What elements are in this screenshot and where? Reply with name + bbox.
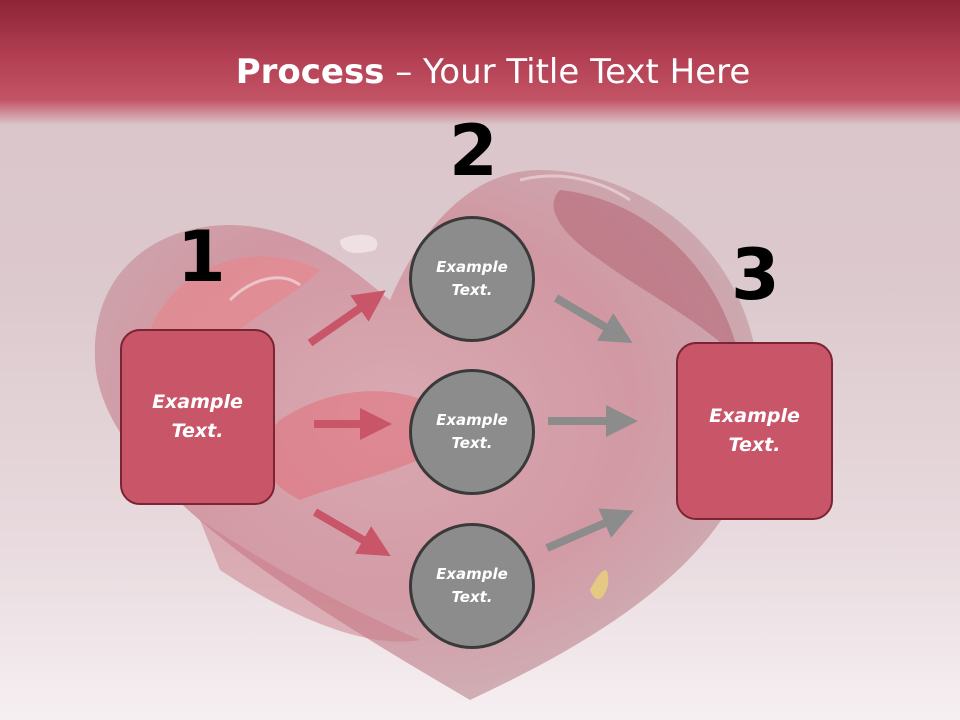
- arrow-circle-3-to-box: [545, 508, 635, 552]
- step-number-2: 2: [449, 110, 498, 192]
- step-2-circle-top[interactable]: Example Text.: [409, 216, 535, 342]
- arrow-box-to-circle-1: [307, 290, 386, 347]
- step-2-circle-bottom[interactable]: Example Text.: [409, 523, 535, 649]
- step-number-3: 3: [731, 234, 780, 316]
- slide-title[interactable]: Process – Your Title Text Here: [0, 52, 960, 92]
- arrow-box-to-circle-3: [312, 508, 391, 557]
- arrow-circle-1-to-box: [553, 294, 633, 344]
- step-1-box[interactable]: Example Text.: [120, 329, 275, 505]
- title-rest: – Your Title Text Here: [384, 52, 751, 92]
- step-2-circle-middle[interactable]: Example Text.: [409, 369, 535, 495]
- title-banner: [0, 0, 960, 125]
- title-bold: Process: [235, 52, 385, 92]
- step-number-1: 1: [177, 216, 226, 298]
- step-3-box[interactable]: Example Text.: [676, 342, 833, 520]
